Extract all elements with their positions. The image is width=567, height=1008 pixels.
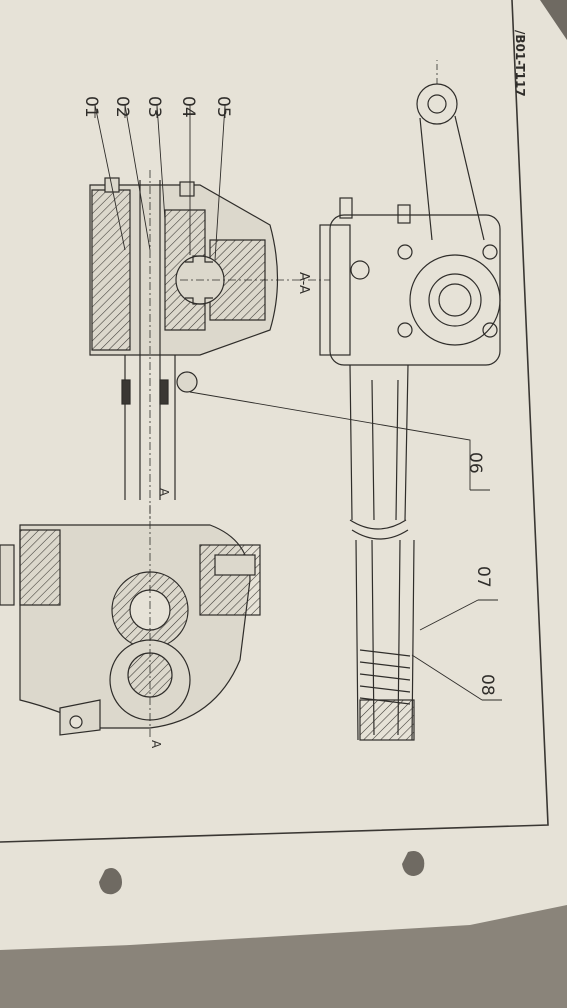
callout-04: 04 [178,96,198,118]
adjuster-nut [214,554,256,576]
mounting-eye [176,371,198,393]
callout-06: 06 [465,452,485,474]
housing-body [329,214,501,366]
callout-05: 05 [213,96,233,118]
sector-shaft-spline [428,273,482,327]
leader-05 [214,104,226,261]
shaft-tube [124,355,176,500]
shaft-stub [0,544,15,606]
sector-gear-teeth [127,652,173,698]
cut-marker-top: A [157,488,171,497]
lower-bushing [359,699,415,741]
top-bolt [339,197,353,219]
punch-hole [99,868,122,895]
housing-flange [319,224,351,356]
tube-wall-section [19,529,61,606]
lower-cross-section [0,524,261,736]
sheet-code: /B01-T117 [513,30,527,97]
bolt-head [397,322,413,338]
bolt-head [397,244,413,260]
callout-07: 07 [473,566,493,588]
leader-02 [124,104,151,251]
punch-hole [402,851,425,876]
callout-03: 03 [144,96,164,118]
paper-sheet [0,0,567,950]
leader-03 [156,104,166,221]
filler-plug [350,260,370,280]
seal [121,379,131,405]
steering-shaft [371,379,399,521]
sector-shaft-boss [409,254,501,346]
column-tube [349,364,409,521]
housing-wall-section [91,189,131,351]
section-label: A-A [296,272,311,294]
gear-teeth [185,255,213,305]
steering-shaft-section [139,180,161,500]
callout-02: 02 [112,96,132,118]
cut-marker-bottom: A [149,740,163,749]
pitman-arm-ball [427,94,447,114]
break-line [349,519,407,530]
top-bolt [397,204,411,224]
leader-lines [94,104,502,701]
leader-01 [94,104,126,251]
coil-spring [359,649,411,705]
bolt-head [482,322,498,338]
nut [179,181,195,197]
leader-08 [411,654,502,701]
callout-08: 08 [477,674,497,696]
leader-07 [419,599,498,631]
leader-06 [189,391,490,491]
seal [159,379,169,405]
callout-01: 01 [81,96,101,118]
bolt-head [482,244,498,260]
sector-shaft-core [438,283,472,317]
break-line [351,529,409,540]
section-view-a-a [89,177,279,500]
exterior-view [319,83,501,741]
frame-border [0,0,549,843]
pitman-arm [419,115,485,241]
mounting-hole [69,715,83,729]
